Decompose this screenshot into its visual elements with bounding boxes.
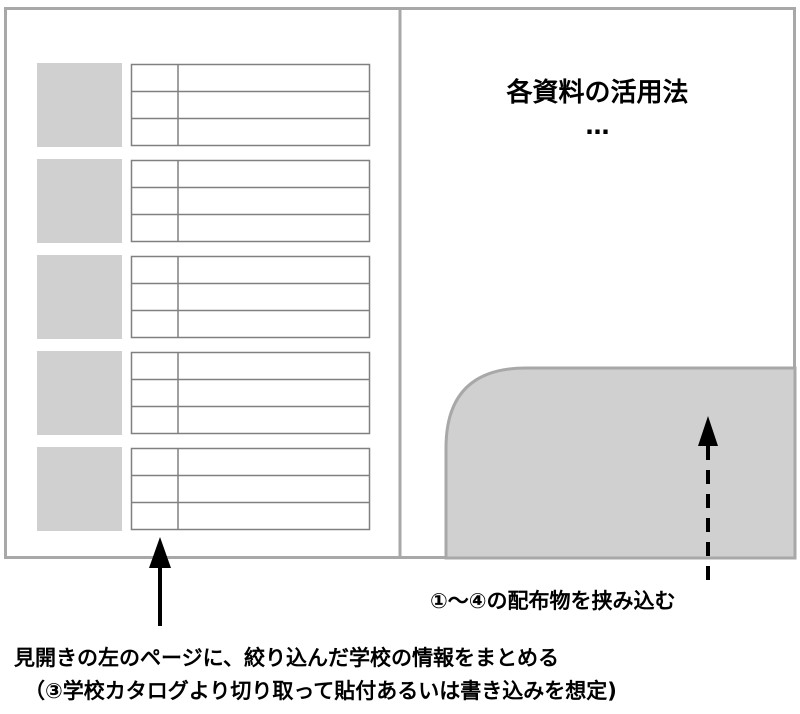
- photo-placeholder: [37, 63, 122, 147]
- info-table: [130, 159, 371, 243]
- insert-arrow: [698, 416, 718, 580]
- school-entry: [37, 63, 371, 147]
- school-entries: [37, 63, 371, 531]
- school-entry: [37, 447, 371, 531]
- school-entry: [37, 159, 371, 243]
- photo-placeholder: [37, 447, 122, 531]
- info-table: [130, 63, 371, 147]
- ellipsis: …: [585, 112, 610, 140]
- info-table: [130, 447, 371, 531]
- arrow-head-icon: [149, 537, 171, 568]
- school-entry: [37, 351, 371, 435]
- photo-placeholder: [37, 159, 122, 243]
- photo-placeholder: [37, 255, 122, 339]
- info-table: [130, 351, 371, 435]
- school-entry: [37, 255, 371, 339]
- info-table: [130, 255, 371, 339]
- left-page-arrow: [149, 537, 171, 626]
- insert-caption: ①〜④の配布物を挟み込む: [430, 589, 676, 613]
- left-page-caption-line1: 見開きの左のページに、絞り込んだ学校の情報をまとめる: [14, 646, 559, 670]
- left-page-caption-line2: （③学校カタログより切り取って貼付あるいは書き込みを想定): [24, 679, 617, 703]
- arrow-head-icon: [698, 416, 718, 446]
- photo-placeholder: [37, 351, 122, 435]
- page-title: 各資料の活用法: [506, 78, 689, 108]
- pocket-insert: [444, 366, 797, 560]
